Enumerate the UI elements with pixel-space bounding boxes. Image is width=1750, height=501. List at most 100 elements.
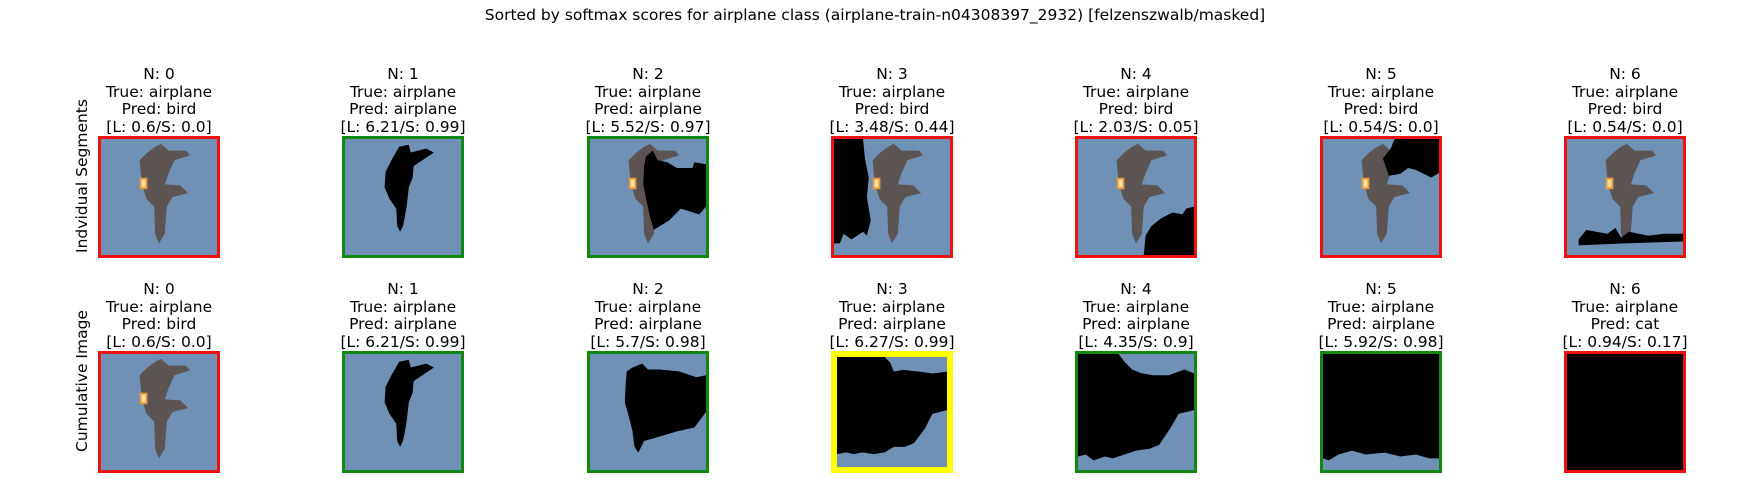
image-frame [831,136,953,258]
mask-region [624,363,706,453]
score-label: [L: 6.27/S: 0.99] [829,332,955,351]
image-canvas [1323,354,1439,470]
pred-label: Pred: airplane [1327,315,1435,333]
airplane-shape [1361,143,1412,244]
true-label: True: airplane [594,297,702,316]
pred-label: Pred: bird [1098,100,1174,118]
score-label: [L: 0.94/S: 0.17] [1562,332,1688,351]
image-frame [1564,351,1686,473]
true-label: True: airplane [838,297,946,316]
tile-index-label: N: 2 [632,280,664,298]
engine-highlight [1363,179,1368,188]
figure-title: Sorted by softmax scores for airplane cl… [484,6,1266,24]
true-label: True: airplane [1082,297,1190,316]
image-canvas [590,354,706,470]
pred-label: Pred: airplane [349,100,457,118]
engine-highlight [874,179,879,188]
score-label: [L: 0.6/S: 0.0] [106,332,212,351]
image-canvas [345,354,461,470]
tile-index-label: N: 1 [387,65,419,83]
image-canvas [345,139,461,255]
true-label: True: airplane [594,82,702,101]
image-frame [1075,351,1197,473]
image-frame [342,351,464,473]
pred-label: Pred: airplane [349,315,457,333]
true-label: True: airplane [105,82,213,101]
image-frame [1075,136,1197,258]
image-canvas [834,139,950,255]
score-label: [L: 0.54/S: 0.0] [1323,117,1439,136]
airplane-shape [1116,143,1167,244]
true-label: True: airplane [105,297,213,316]
airplane-shape [139,358,190,459]
engine-highlight [1118,179,1123,188]
image-frame [587,351,709,473]
image-frame [831,351,953,473]
mask-region [384,144,434,232]
score-label: [L: 0.6/S: 0.0] [106,117,212,136]
mask-region [1578,227,1683,246]
tile-index-label: N: 6 [1609,280,1641,298]
true-label: True: airplane [1082,82,1190,101]
tile-index-label: N: 2 [632,65,664,83]
pred-label: Pred: cat [1590,315,1660,333]
score-label: [L: 5.7/S: 0.98] [590,332,706,351]
image-frame [98,351,220,473]
score-label: [L: 5.92/S: 0.98] [1318,332,1444,351]
score-label: [L: 0.54/S: 0.0] [1567,117,1683,136]
mask-region [1323,354,1439,461]
true-label: True: airplane [349,297,457,316]
pred-label: Pred: airplane [1082,315,1190,333]
image-frame [1320,136,1442,258]
mask-region [643,150,706,230]
tile-index-label: N: 3 [876,65,908,83]
image-canvas [1567,139,1683,255]
image-canvas [101,354,217,470]
pred-label: Pred: airplane [594,100,702,118]
engine-highlight [1607,179,1612,188]
score-label: [L: 4.35/S: 0.9] [1078,332,1194,351]
true-label: True: airplane [1571,82,1679,101]
image-canvas [101,139,217,255]
image-canvas [837,357,947,467]
image-canvas [1567,354,1683,470]
engine-highlight [141,179,146,188]
mask-region [1143,206,1194,255]
true-label: True: airplane [1571,297,1679,316]
mask-region [384,359,434,447]
tile-index-label: N: 5 [1365,65,1397,83]
mask-region [1382,139,1439,178]
image-canvas [1078,354,1194,470]
tile-index-label: N: 0 [143,65,175,83]
tile-index-label: N: 4 [1120,280,1152,298]
airplane-shape [139,143,190,244]
true-label: True: airplane [1327,297,1435,316]
airplane-shape [872,143,923,244]
mask-region [1078,354,1194,461]
score-label: [L: 5.52/S: 0.97] [585,117,711,136]
pred-label: Pred: airplane [594,315,702,333]
image-frame [98,136,220,258]
pred-label: Pred: bird [121,100,197,118]
